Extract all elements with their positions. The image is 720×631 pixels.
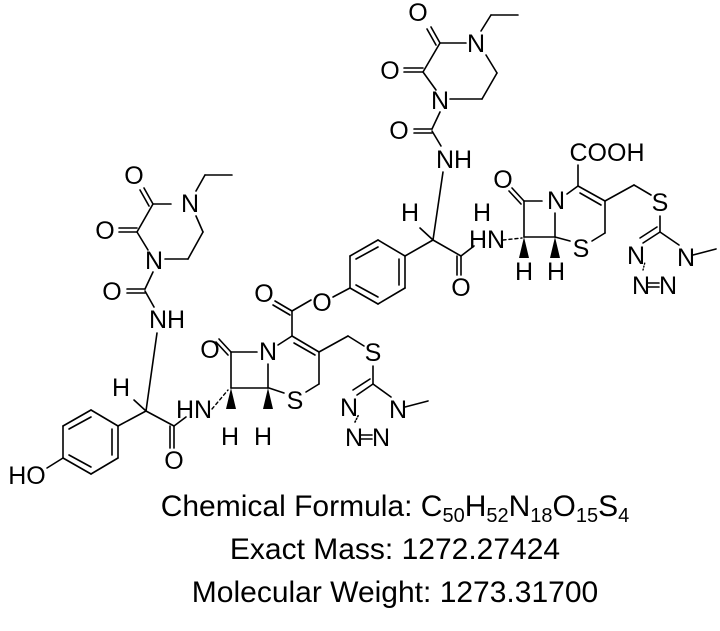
atom-h: H <box>254 423 272 451</box>
atom-n: N <box>259 338 277 366</box>
lower-cephem-core: S N O H H S N N N N <box>200 335 429 452</box>
molecular-weight-value: 1273.31700 <box>439 576 599 609</box>
atom-o: O <box>254 280 273 308</box>
atom-n: N <box>340 394 358 422</box>
exact-mass: Exact Mass: 1272.27424 <box>70 533 720 567</box>
atom-n: N <box>389 396 407 424</box>
chemical-formula: Chemical Formula: C50H52N18O15S4 <box>70 490 720 527</box>
atom-o: O <box>200 336 219 364</box>
exact-mass-value: 1272.27424 <box>401 533 561 566</box>
atom-o: O <box>124 162 143 190</box>
atom-cooh: COOH <box>570 139 645 167</box>
atom-n: N <box>372 424 390 452</box>
atom-h: H <box>547 258 565 286</box>
formula-value: C50H52N18O15S4 <box>420 490 630 527</box>
atom-h: H <box>473 199 491 227</box>
atom-o: O <box>380 57 399 85</box>
atom-n: N <box>431 87 449 115</box>
atom-o: O <box>408 0 427 27</box>
atom-hn: HN <box>469 226 505 254</box>
atom-s: S <box>573 235 590 263</box>
molecular-weight: Molecular Weight: 1273.31700 <box>70 576 720 610</box>
atom-nh: NH <box>436 146 472 174</box>
atom-n: N <box>627 242 645 270</box>
atom-ho: HO <box>8 462 46 490</box>
molecular-structure-diagram: O N O N O NH H O HN H O <box>8 0 717 490</box>
atom-o: O <box>312 289 331 317</box>
atom-s: S <box>365 339 382 367</box>
atom-h: H <box>221 423 239 451</box>
atom-n: N <box>547 187 565 215</box>
atom-n: N <box>677 244 695 272</box>
atom-h: H <box>401 199 419 227</box>
upper-dioxopiperazine-ring: O N O N O NH <box>380 0 519 174</box>
atom-n: N <box>659 272 677 300</box>
ester-linkage: O <box>254 280 312 337</box>
atom-n: N <box>145 247 163 275</box>
atom-n: N <box>632 272 650 300</box>
atom-s: S <box>287 387 304 415</box>
atom-n: N <box>345 424 363 452</box>
atom-o: O <box>451 274 470 302</box>
central-phenyl-ring: O <box>312 239 406 317</box>
atom-h: H <box>515 258 533 286</box>
upper-cephem-core: O N H H S COOH S N N N N <box>493 139 717 300</box>
atom-hn: HN <box>176 396 212 424</box>
lower-dioxopiperazine-ring: O N O N O NH <box>95 162 233 334</box>
molecular-weight-label: Molecular Weight: <box>191 576 432 609</box>
atom-o: O <box>102 278 121 306</box>
atom-o: O <box>493 166 512 194</box>
atom-n: N <box>467 30 485 58</box>
atom-o: O <box>95 217 114 245</box>
atom-o: O <box>389 117 408 145</box>
atom-s: S <box>652 189 669 217</box>
atom-h: H <box>112 374 130 402</box>
atom-nh: NH <box>149 306 185 334</box>
atom-n: N <box>181 190 199 218</box>
exact-mass-label: Exact Mass: <box>229 533 394 566</box>
lower-side-chain: H O HN HO <box>8 332 212 490</box>
upper-side-chain: H O HN H <box>401 171 505 302</box>
atom-o: O <box>164 447 183 475</box>
formula-label: Chemical Formula: <box>160 490 413 523</box>
